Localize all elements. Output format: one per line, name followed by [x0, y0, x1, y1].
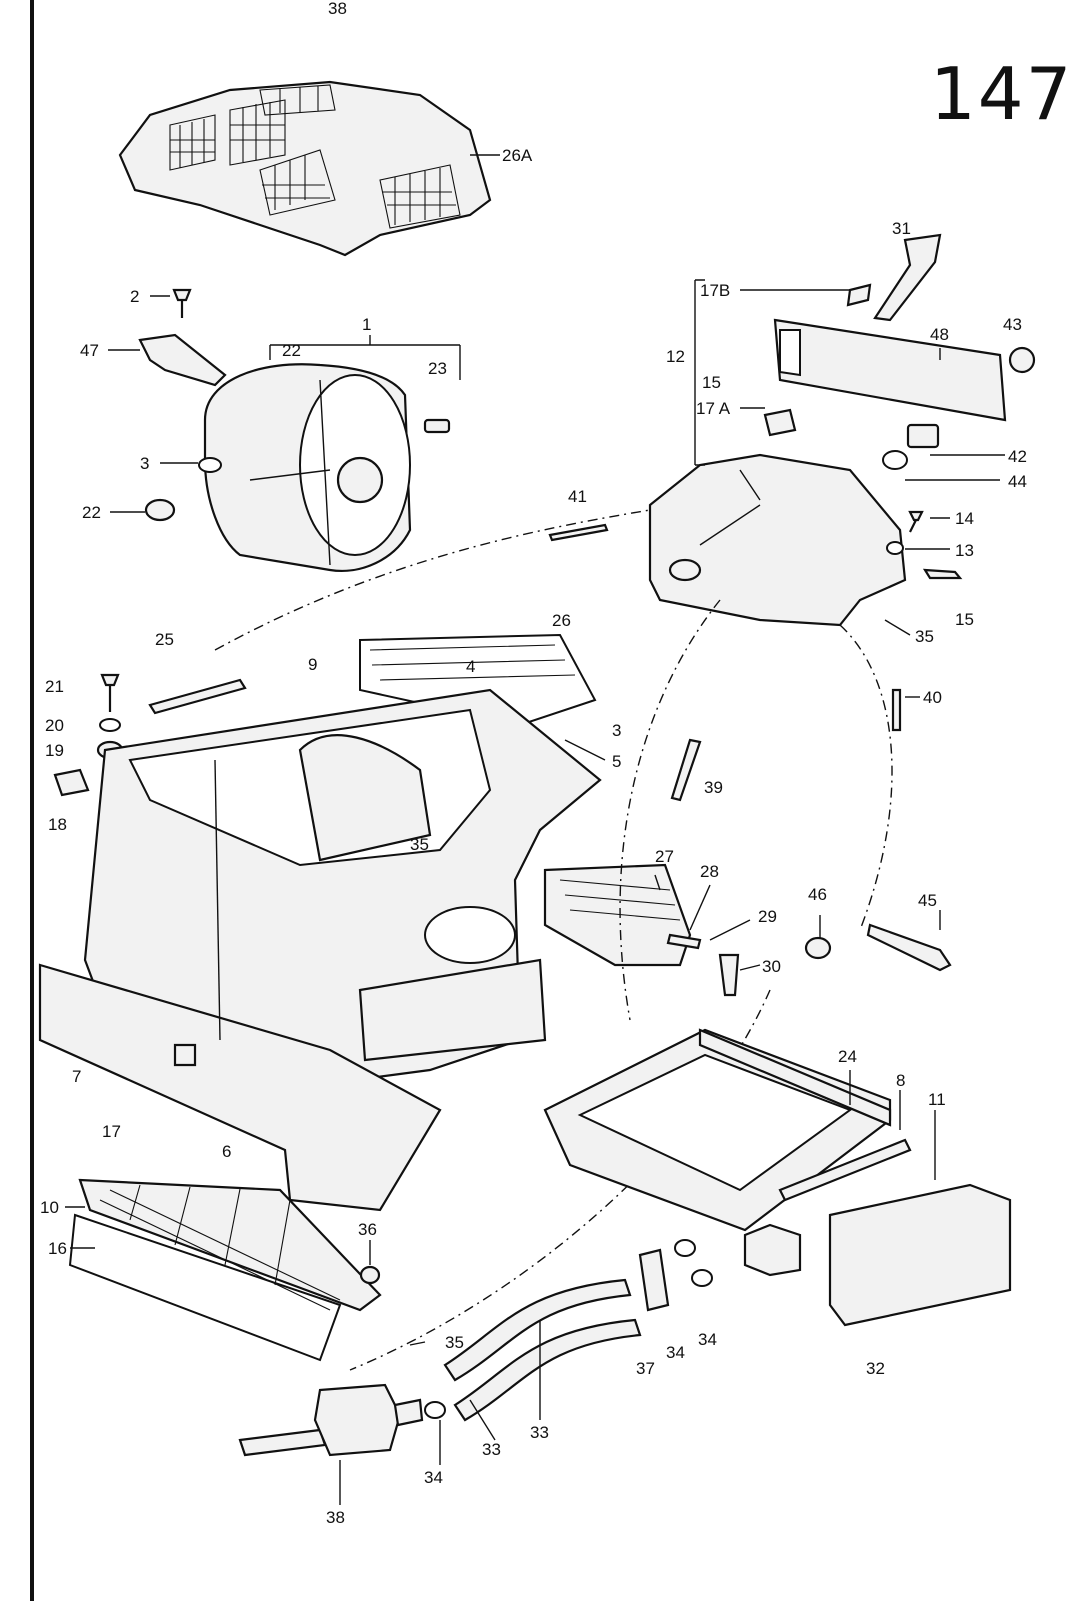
callout-26a: 26A: [502, 146, 533, 165]
callout-21: 21: [45, 677, 64, 696]
callout-36: 36: [358, 1220, 377, 1239]
callout-6: 6: [222, 1142, 231, 1161]
part-45-tie: [866, 923, 952, 972]
callout-17b: 17B: [700, 281, 730, 300]
callout-labels: 38 26A 2 1 47 22 23 3 22 31 17B 12 15 17…: [40, 0, 1027, 1527]
callout-32: 32: [866, 1359, 885, 1378]
part-small-hardware-right: [886, 510, 963, 580]
callout-29: 29: [758, 907, 777, 926]
part-41-rod: [548, 523, 609, 542]
linkage-dashed-lines: [214, 509, 902, 1371]
callout-1: 1: [362, 315, 371, 334]
callout-41: 41: [568, 487, 587, 506]
callout-3-mid: 3: [612, 721, 621, 740]
callout-39: 39: [704, 778, 723, 797]
callout-20: 20: [45, 716, 64, 735]
callout-34-c: 34: [424, 1468, 443, 1487]
callout-22-lower: 22: [82, 503, 101, 522]
part-26a-cover: [118, 80, 492, 257]
callout-25: 25: [155, 630, 174, 649]
callout-27: 27: [655, 847, 674, 866]
part-10-filter-plate: [68, 1178, 382, 1362]
callout-34-b: 34: [698, 1330, 717, 1349]
callout-31: 31: [892, 219, 911, 238]
callout-4: 4: [466, 657, 475, 676]
callout-7: 7: [72, 1067, 81, 1086]
callout-37: 37: [636, 1359, 655, 1378]
callout-35-mid: 35: [410, 835, 429, 854]
part-48-control-panel: [773, 233, 1036, 470]
callout-5: 5: [612, 752, 621, 771]
part-1-blower: [203, 363, 412, 572]
callout-15-lower: 15: [955, 610, 974, 629]
part-12-control-mechanism: [648, 283, 907, 627]
callout-19: 19: [45, 741, 64, 760]
callout-46: 46: [808, 885, 827, 904]
callout-17a: 17 A: [696, 399, 731, 418]
callout-38-top: 38: [328, 0, 347, 18]
callout-26: 26: [552, 611, 571, 630]
callout-2: 2: [130, 287, 139, 306]
callout-16: 16: [48, 1239, 67, 1258]
part-27-flap: [543, 863, 740, 997]
callout-33-right: 33: [530, 1423, 549, 1442]
callout-22-top: 22: [282, 341, 301, 360]
callout-34-a: 34: [666, 1343, 685, 1362]
callout-40: 40: [923, 688, 942, 707]
callout-11: 11: [928, 1090, 946, 1109]
part-11-heat-exchanger: [543, 1028, 1012, 1327]
callout-45: 45: [918, 891, 937, 910]
callout-44: 44: [1008, 472, 1027, 491]
callout-48: 48: [930, 325, 949, 344]
callout-43: 43: [1003, 315, 1022, 334]
part-small-hardware-left: [138, 288, 451, 522]
callout-24: 24: [838, 1047, 857, 1066]
callout-13: 13: [955, 541, 974, 560]
callout-18: 18: [48, 815, 67, 834]
callout-9: 9: [308, 655, 317, 674]
callout-28: 28: [700, 862, 719, 881]
callout-47: 47: [80, 341, 99, 360]
callout-10: 10: [40, 1198, 59, 1217]
callout-14: 14: [955, 509, 974, 528]
callout-12: 12: [666, 347, 685, 366]
callout-33-left: 33: [482, 1440, 501, 1459]
callout-23: 23: [428, 359, 447, 378]
callout-leaders: [65, 154, 1005, 1505]
part-46-grommet: [804, 936, 832, 960]
callout-8: 8: [896, 1071, 905, 1090]
callout-38: 38: [326, 1508, 345, 1527]
callout-15-upper: 15: [702, 373, 721, 392]
part-hoses-and-valve: [238, 1239, 713, 1457]
part-9-heater-box: [38, 688, 602, 1212]
callout-17: 17: [102, 1122, 121, 1141]
callout-42: 42: [1008, 447, 1027, 466]
page-number: 147: [930, 52, 1074, 136]
left-margin-rule: [30, 0, 34, 1601]
callout-35-lower: 35: [445, 1333, 464, 1352]
callout-3-top: 3: [140, 454, 149, 473]
callout-35-right: 35: [915, 627, 934, 646]
callout-30: 30: [762, 957, 781, 976]
